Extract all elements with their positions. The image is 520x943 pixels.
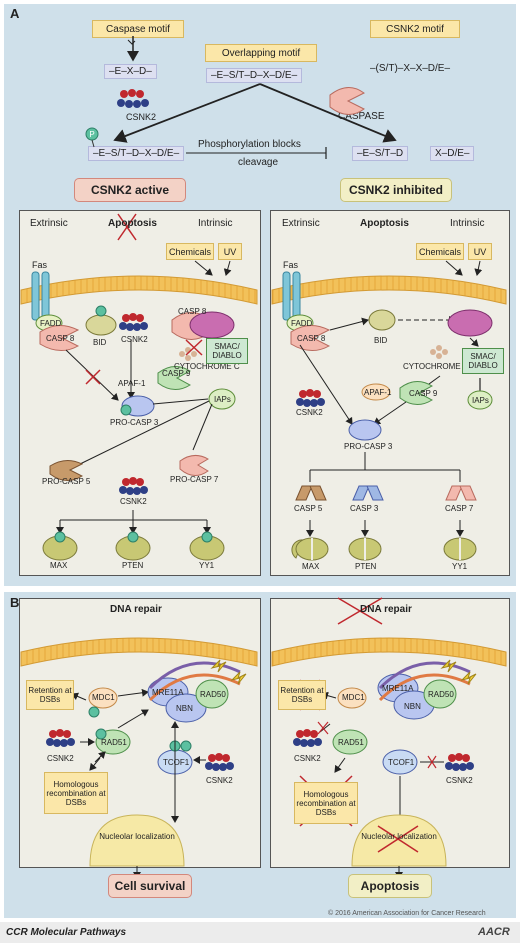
caspase-sequence: –E–X–D– — [104, 64, 157, 79]
mre11a-label-left: MRE11A — [152, 688, 184, 697]
smac-diablo-box-right: SMAC/ DIABLO — [462, 348, 504, 374]
extrinsic-label-right: Extrinsic — [282, 218, 320, 229]
csnk2-label-top: CSNK2 — [126, 112, 157, 122]
homologous-box-left: Homologous recombination at DSBs — [44, 772, 108, 814]
homologous-box-right: Homologous recombination at DSBs — [294, 782, 358, 824]
svg-text:P: P — [89, 130, 94, 139]
csnk2-label-right: CSNK2 — [296, 408, 323, 417]
pten-label-right: PTEN — [355, 562, 377, 571]
aacr-logo: AACR — [478, 926, 510, 938]
csnk2-label-dna-left-b: CSNK2 — [206, 776, 233, 785]
fadd-label-right: FADD — [291, 319, 313, 328]
cytochrome-c-label-left: CYTOCHROME C — [174, 362, 240, 371]
yy1-label-right: YY1 — [452, 562, 468, 571]
procasp3-label-left: PRO-CASP 3 — [110, 418, 159, 427]
casp8-label-left-intrinsic: CASP 8 — [178, 307, 207, 316]
apoptosis-title-right: Apoptosis — [360, 218, 409, 229]
footer-bar — [0, 922, 520, 943]
procasp5-label-left: PRO-CASP 5 — [42, 477, 91, 486]
overlapping-sequence: –E–S/T–D–X–D/E– — [206, 68, 303, 83]
smac-diablo-box-left: SMAC/ DIABLO — [206, 338, 248, 364]
tcof1-label-left: TCOF1 — [163, 758, 190, 767]
caspase-motif-box: Caspase motif — [92, 20, 184, 38]
dna-repair-title-left: DNA repair — [110, 604, 162, 615]
csnk2-label-left-bottom: CSNK2 — [120, 497, 147, 506]
procasp3-label-right: PRO-CASP 3 — [344, 442, 393, 451]
iaps-label-right: IAPs — [472, 396, 489, 405]
chemicals-box-left: Chemicals — [166, 243, 214, 260]
pten-label-left: PTEN — [122, 561, 144, 570]
phosphorylated-sequence: –E–S/T–D–X–D/E– — [88, 146, 185, 161]
yy1-label-left: YY1 — [199, 561, 215, 570]
nucleolar-label-left: Nucleolar localization — [99, 832, 175, 841]
rad50-label-left: RAD50 — [200, 690, 226, 699]
nbn-label-left: NBN — [176, 704, 193, 713]
caspase-label: CASPASE — [338, 111, 385, 122]
casp7-label-right: CASP 7 — [445, 504, 474, 513]
cell-survival-pill: Cell survival — [108, 874, 192, 898]
rad51-label-right: RAD51 — [338, 738, 364, 747]
fas-label-right: Fas — [283, 260, 299, 270]
csnk2-motif-box: CSNK2 motif — [370, 20, 460, 38]
apaf1-label-right: APAF-1 — [364, 388, 392, 397]
apoptosis-outcome-pill: Apoptosis — [348, 874, 432, 898]
dna-repair-title-right: DNA repair — [360, 604, 412, 615]
mre11a-label-right: MRE11A — [382, 684, 414, 693]
rad50-label-right: RAD50 — [428, 690, 454, 699]
rad51-label-left: RAD51 — [101, 738, 127, 747]
iaps-label-left: IAPs — [214, 395, 231, 404]
casp5-label-right: CASP 5 — [294, 504, 323, 513]
overlapping-motif-box: Overlapping motif — [205, 44, 317, 62]
intrinsic-label-left: Intrinsic — [198, 218, 233, 229]
procasp7-label-left: PRO-CASP 7 — [170, 475, 219, 484]
cleaved-sequence-left: –E–S/T–D — [352, 146, 409, 161]
apaf1-label-left: APAF-1 — [118, 379, 146, 388]
csnk2-label-dna-right-a: CSNK2 — [294, 754, 321, 763]
casp8-label-right: CASP 8 — [297, 334, 326, 343]
intrinsic-label-right: Intrinsic — [450, 218, 485, 229]
mdc1-label-left: MDC1 — [92, 693, 115, 702]
copyright-text: © 2016 American Association for Cancer R… — [328, 910, 486, 917]
panel-a-letter: A — [10, 6, 20, 21]
csnk2-inhibited-pill: CSNK2 inhibited — [340, 178, 452, 202]
csnk2-label-left: CSNK2 — [121, 335, 148, 344]
extrinsic-label-left: Extrinsic — [30, 218, 68, 229]
max-label-left: MAX — [50, 561, 68, 570]
csnk2-active-pill: CSNK2 active — [74, 178, 186, 202]
casp3-label-right: CASP 3 — [350, 504, 379, 513]
csnk2-label-dna-right-b: CSNK2 — [446, 776, 473, 785]
tcof1-label-right: TCOF1 — [388, 758, 415, 767]
panel-b-letter: B — [10, 595, 20, 610]
nbn-label-right: NBN — [404, 702, 421, 711]
cleaved-sequence-right: X–D/E– — [430, 146, 475, 161]
csnk2-label-dna-left-a: CSNK2 — [47, 754, 74, 763]
casp9-label-right: CASP 9 — [409, 389, 438, 398]
csnk2-sequence: –(S/T)–X–X–D/E– — [370, 63, 451, 74]
fadd-label-left: FADD — [40, 319, 62, 328]
mdc1-label-right: MDC1 — [342, 693, 365, 702]
uv-box-left: UV — [218, 243, 242, 260]
cytochrome-c-label-right: CYTOCHROME C — [403, 362, 469, 371]
casp8-label-left: CASP 8 — [46, 334, 75, 343]
retention-box-right: Retention at DSBs — [278, 680, 326, 710]
retention-box-left: Retention at DSBs — [26, 680, 74, 710]
nucleolar-label-right: Nucleolar localization — [361, 832, 437, 841]
chemicals-box-right: Chemicals — [416, 243, 464, 260]
journal-name: CCR Molecular Pathways — [6, 927, 127, 938]
apoptosis-title-left: Apoptosis — [108, 218, 157, 229]
csnk2-icon-top — [117, 89, 149, 108]
bid-label-left: BID — [93, 338, 107, 347]
casp9-label-left: CASP 9 — [162, 369, 191, 378]
cleavage-label: cleavage — [238, 157, 279, 168]
uv-box-right: UV — [468, 243, 492, 260]
bid-label-right: BID — [374, 336, 388, 345]
fas-label-left: Fas — [32, 260, 48, 270]
phosphorylation-blocks-label: Phosphorylation blocks — [198, 139, 301, 150]
max-label-right: MAX — [302, 562, 320, 571]
